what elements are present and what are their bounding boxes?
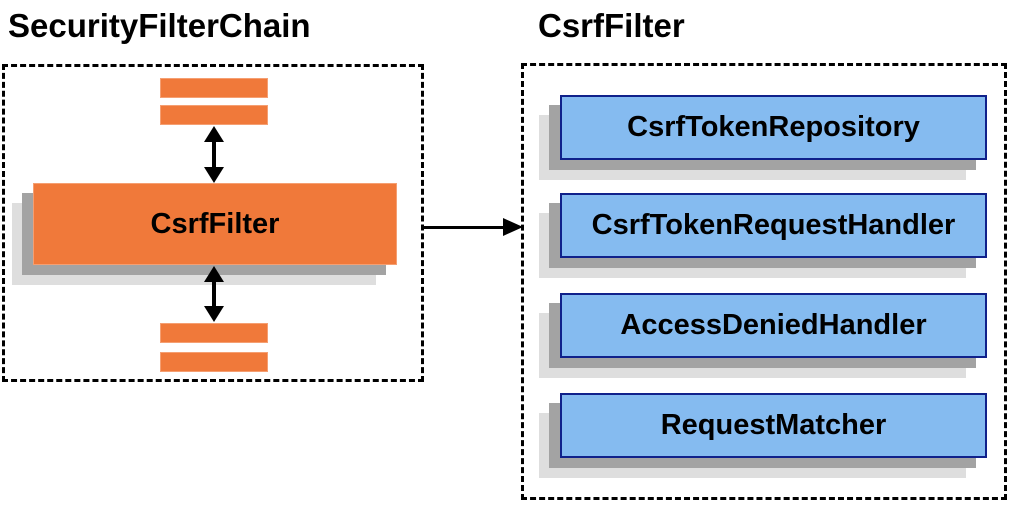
security-filter-chain-box xyxy=(2,64,424,382)
component-label: RequestMatcher xyxy=(660,409,887,441)
arrow-shaft xyxy=(421,226,505,229)
arrow-shaft xyxy=(212,140,216,170)
csrf-filter-box: CsrfFilter xyxy=(33,183,397,265)
arrow-shaft xyxy=(212,279,216,309)
csrf-filter-components-box xyxy=(521,63,1007,500)
filter-placeholder-bar-2 xyxy=(160,105,268,125)
component-box-request-matcher: RequestMatcher xyxy=(560,393,987,458)
arrowhead-up-icon xyxy=(204,266,224,282)
component-box-csrf-token-repository: CsrfTokenRepository xyxy=(560,95,987,160)
component-label: CsrfTokenRepository xyxy=(627,111,920,143)
filter-placeholder-bar-1 xyxy=(160,78,268,98)
arrowhead-up-icon xyxy=(204,126,224,142)
arrowhead-down-icon xyxy=(204,306,224,322)
arrowhead-right-icon xyxy=(503,218,523,236)
component-label: AccessDeniedHandler xyxy=(620,309,927,341)
csrf-filter-label: CsrfFilter xyxy=(150,207,280,240)
filter-placeholder-bar-3 xyxy=(160,323,268,343)
component-label: CsrfTokenRequestHandler xyxy=(591,209,956,241)
security-filter-chain-title: SecurityFilterChain xyxy=(8,7,311,44)
component-box-access-denied-handler: AccessDeniedHandler xyxy=(560,293,987,358)
arrowhead-down-icon xyxy=(204,167,224,183)
component-box-csrf-token-request-handler: CsrfTokenRequestHandler xyxy=(560,193,987,258)
csrf-filter-title: CsrfFilter xyxy=(538,7,685,44)
filter-placeholder-bar-4 xyxy=(160,352,268,372)
